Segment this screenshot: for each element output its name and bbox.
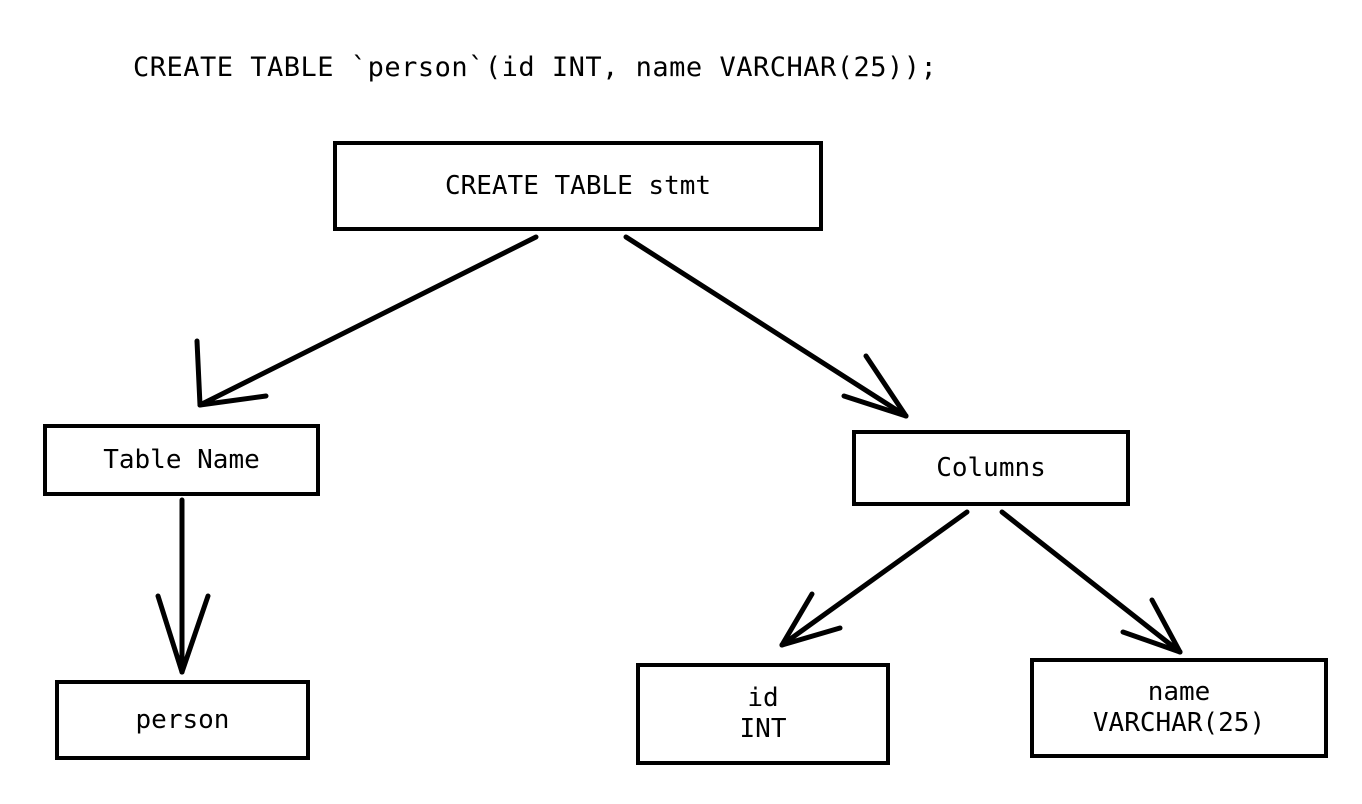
edge-columns-to-col-id — [779, 509, 970, 648]
node-table-name[interactable]: Table Name — [43, 424, 320, 496]
node-root-label: CREATE TABLE stmt — [444, 170, 712, 201]
node-table-name-label: Table Name — [103, 444, 260, 475]
node-column-name-name: name — [1147, 677, 1211, 708]
node-column-name[interactable]: name VARCHAR(25) — [1030, 658, 1328, 758]
node-person-label: person — [135, 704, 230, 735]
edge-root-to-columns — [623, 234, 909, 419]
edge-table-name-to-person — [155, 497, 211, 675]
node-create-table-stmt[interactable]: CREATE TABLE stmt — [333, 141, 823, 231]
node-columns[interactable]: Columns — [852, 430, 1130, 506]
node-person[interactable]: person — [55, 680, 310, 760]
edge-columns-to-col-name — [999, 509, 1183, 655]
edge-root-to-table-name — [194, 234, 539, 408]
node-columns-label: Columns — [936, 452, 1046, 483]
node-column-id-type: INT — [739, 714, 787, 744]
node-column-name-type: VARCHAR(25) — [1092, 708, 1266, 738]
node-column-id-name: id — [747, 683, 779, 714]
sql-statement-title: CREATE TABLE `person`(id INT, name VARCH… — [133, 52, 938, 83]
node-column-id[interactable]: id INT — [636, 663, 890, 765]
